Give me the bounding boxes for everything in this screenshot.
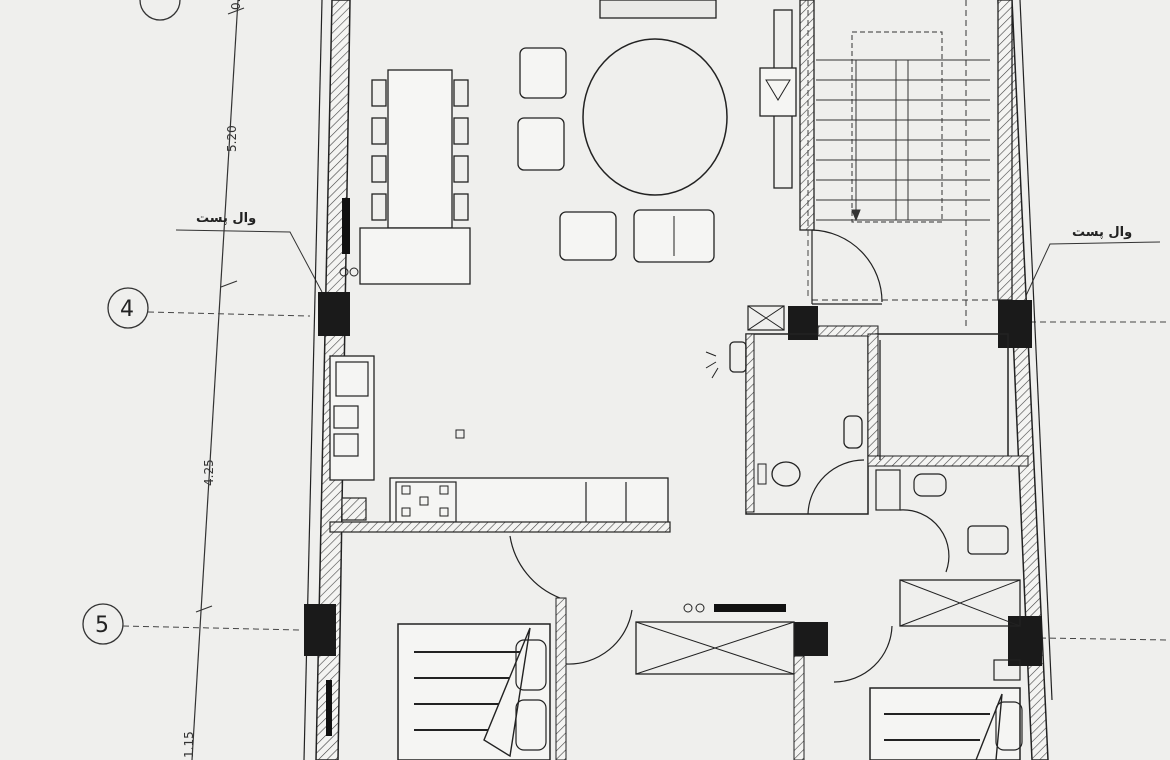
wc-toilet-area xyxy=(875,469,901,511)
tv-icon xyxy=(765,79,791,101)
corridor-switch-1 xyxy=(683,603,693,613)
wc-door xyxy=(899,509,950,573)
grid-label-4: 4 xyxy=(120,297,134,322)
switch-2 xyxy=(349,267,359,277)
grid-bubble-4 xyxy=(107,287,149,329)
armchair-1 xyxy=(519,47,567,99)
stair-wall-right xyxy=(997,0,1013,301)
column-right-4 xyxy=(998,300,1032,348)
sink-3 xyxy=(333,433,359,457)
wardrobe-right-x2 xyxy=(899,579,1021,627)
washbasin-1 xyxy=(843,415,863,449)
storage-wall xyxy=(867,333,879,467)
bed-1-fold xyxy=(483,627,531,758)
floor-drain xyxy=(455,429,465,439)
grid-line-4-left xyxy=(147,311,311,317)
round-rug xyxy=(582,38,728,196)
shaft-cross-2 xyxy=(747,305,785,331)
kitchen-wall xyxy=(329,521,671,533)
grid-label-5: 5 xyxy=(95,613,109,638)
pillow-2 xyxy=(515,699,547,751)
grid-line-5-right xyxy=(1039,637,1170,641)
wall-right-outer-line xyxy=(1019,0,1053,701)
sink-1 xyxy=(335,361,369,397)
nightstand xyxy=(993,659,1021,681)
bathroom-1-wall-top xyxy=(817,325,879,337)
stair-wall-left xyxy=(799,0,815,231)
column-center-bottom xyxy=(794,622,828,656)
sink-2 xyxy=(333,405,359,429)
shaft-box xyxy=(747,305,785,331)
column-left-5 xyxy=(304,604,336,656)
pillow-3 xyxy=(995,701,1023,751)
corridor-closet-x2 xyxy=(635,621,795,675)
stove-burners xyxy=(401,485,449,517)
column-right-5 xyxy=(1008,616,1042,666)
storage-wall-bottom xyxy=(867,455,1029,467)
bedroom-1b-door xyxy=(565,609,633,665)
column-center-top xyxy=(788,306,818,340)
water-heater xyxy=(729,341,747,373)
stair-door xyxy=(811,229,883,305)
corridor-switch-2 xyxy=(695,603,705,613)
bedroom-1-heater xyxy=(326,680,332,736)
dimension-5-20: 5.20 xyxy=(225,125,239,152)
bedroom-1-door xyxy=(509,535,561,599)
vertical-dimension-line xyxy=(191,0,245,760)
heater-rays xyxy=(705,351,719,379)
bedroom-1-wall xyxy=(555,597,567,760)
armchair-3 xyxy=(559,211,617,261)
toilet-1-tank xyxy=(757,463,767,485)
bathroom-1-wall xyxy=(745,333,755,513)
bathroom-1-door xyxy=(807,459,865,515)
switch-1 xyxy=(339,267,349,277)
sofa-top xyxy=(599,0,717,19)
dimension-1-15: 1.15 xyxy=(182,731,196,758)
squat-toilet xyxy=(967,525,1009,555)
bedroom-2-door xyxy=(833,625,893,683)
staircase xyxy=(812,0,1000,330)
grid-bubble-5 xyxy=(82,603,124,645)
wall-heater xyxy=(342,198,350,254)
dimension-4-25: 4.25 xyxy=(202,459,216,486)
bedroom-2-wall xyxy=(793,655,805,760)
wardrobe-right xyxy=(899,579,1021,627)
kitchen-counter-left xyxy=(329,355,375,481)
corridor-closet xyxy=(635,621,795,675)
dining-table xyxy=(371,69,469,229)
wall-post-label-right: وال پست xyxy=(1072,225,1132,240)
wc-basin xyxy=(913,473,947,497)
kitchen-duct xyxy=(341,497,367,521)
bed-2-lines xyxy=(884,713,990,741)
kitchen-counter-bottom xyxy=(389,477,669,527)
armchair-2 xyxy=(517,117,565,171)
dimension-top-cut: 0. xyxy=(229,0,243,10)
toilet-1 xyxy=(771,461,801,487)
grid-bubble-top xyxy=(139,0,181,21)
wall-post-label-left: وال پست xyxy=(196,211,256,226)
wall-post-leader-left xyxy=(175,229,323,293)
bed-1-lines xyxy=(414,651,520,731)
column-left-4 xyxy=(318,292,350,336)
pillow-1 xyxy=(515,639,547,691)
tv-box xyxy=(759,67,797,117)
sideboard xyxy=(359,227,471,285)
corridor-heater xyxy=(714,604,786,612)
